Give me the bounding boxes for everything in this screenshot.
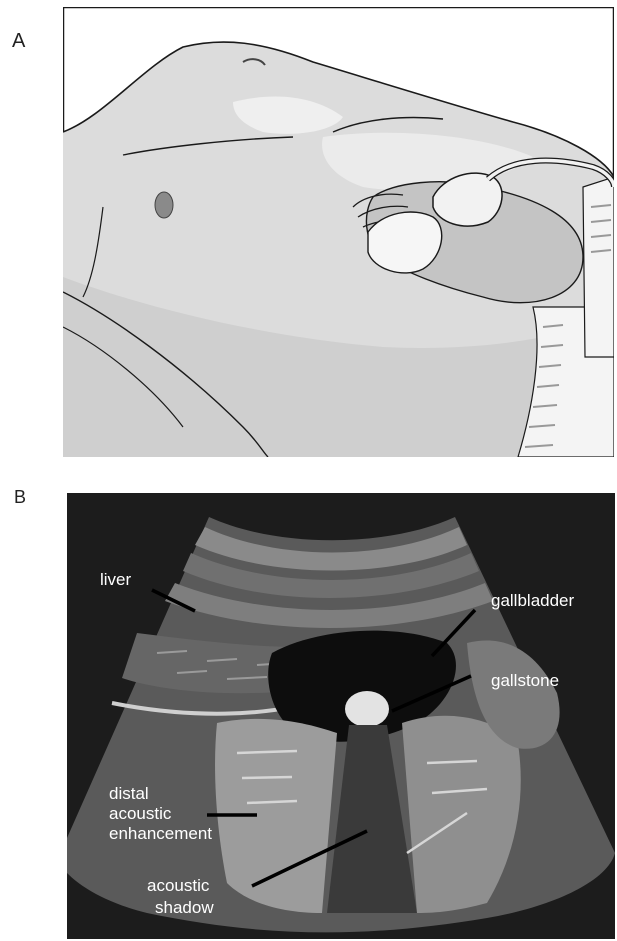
thumb bbox=[368, 212, 442, 273]
label-distal-line3: enhancement bbox=[109, 824, 212, 843]
panel-b-label: B bbox=[14, 487, 26, 508]
gallstone bbox=[345, 691, 389, 727]
label-gallbladder: gallbladder bbox=[491, 591, 575, 610]
label-distal-line2: acoustic bbox=[109, 804, 172, 823]
probe-placement-illustration bbox=[63, 7, 614, 457]
ultrasound-image: liver gallbladder gallstone distal acous… bbox=[67, 493, 615, 939]
panel-a-label: A bbox=[12, 30, 25, 53]
nipple-left bbox=[155, 192, 173, 218]
label-liver: liver bbox=[100, 570, 132, 589]
garment-right bbox=[583, 177, 614, 357]
label-distal-line1: distal bbox=[109, 784, 149, 803]
label-shadow-line1: acoustic bbox=[147, 876, 210, 895]
label-gallstone: gallstone bbox=[491, 671, 559, 690]
label-shadow-line2: shadow bbox=[155, 898, 214, 917]
